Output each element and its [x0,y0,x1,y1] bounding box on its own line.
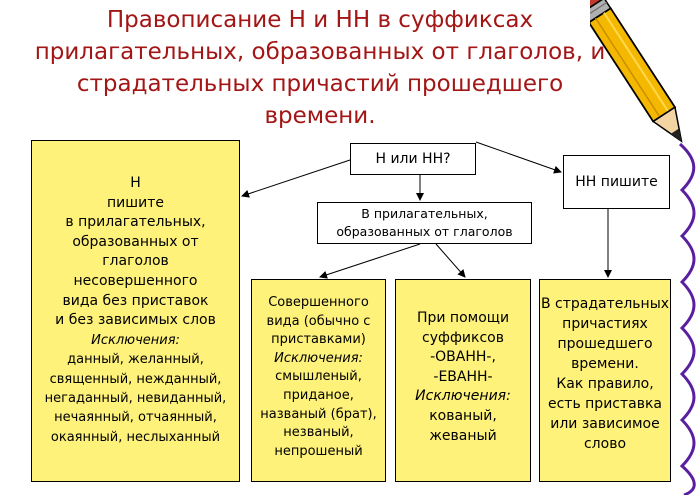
box-line: приставками) [271,332,366,348]
box-line: образованных от [72,233,199,250]
exception-line: смышленый, [275,369,362,385]
exceptions-label: Исключения: [415,388,511,405]
title-line: прилагательных, образованных от глаголов… [34,39,606,65]
box-line: Совершенного [268,295,369,310]
box-line: В прилагательных, [361,206,488,221]
nn-box: НН пишите [563,155,670,209]
adjectives-from-verbs-box: В прилагательных, образованных от глагол… [317,202,532,244]
box-line: прошедшего [557,336,653,352]
exception-line: непрошеный [274,443,363,459]
suffix-box: При помощи суффиксов -ОВАНН-, -ЕВАНН- Ис… [395,279,531,482]
title-line: страдательных причастий прошедшего [76,71,564,97]
box-line: При помощи [416,310,510,326]
question-text: Н или НН? [375,151,451,167]
arrow-middle-to-suffix [435,243,466,278]
title-line: Правописание Н и НН в суффиксах [106,7,534,33]
box-line: времени. [571,356,639,372]
box-line: несовершенного [73,272,198,289]
exceptions-label: Исключения: [91,332,180,348]
n-rule-box: Н пишите в прилагательных, образованных … [31,140,240,482]
exception-line: жеваный [429,427,497,444]
exception-line: кованый, [429,407,497,424]
box-line: суффиксов [422,329,504,346]
box-line: В страдательных [540,296,670,312]
exception-line: незваный, [283,425,354,441]
box-line: в прилагательных, [65,214,206,231]
arrow-middle-to-perfect [319,243,421,279]
box-line: вида без приставок [62,292,209,309]
perfect-aspect-box: Совершенного вида (обычно с приставками)… [251,279,386,482]
box-line: -ЕВАНН- [433,368,493,385]
box-line: Как правило, [556,376,654,392]
pencil-icon [590,0,683,143]
exception-line: названый (брат), [260,406,377,422]
box-line: пишите [107,194,164,211]
spiral-binding-icon [678,142,696,495]
box-line: есть приставка [547,396,663,412]
box-line: или зависимое [550,416,660,432]
exception-line: священный, нежданный, [49,371,222,387]
page-title: Правописание Н и НН в суффиксах прилагат… [0,4,640,132]
box-line: вида (обычно с [266,313,371,329]
arrow-question-to-nn [475,141,562,174]
box-line: причастиях [562,316,648,332]
nn-text: НН пишите [575,174,658,190]
box-line: -ОВАНН-, [430,349,496,366]
exception-line: данный, желанный, [67,352,204,368]
question-box: Н или НН? [350,143,476,175]
exception-line: негаданный, невиданный, [44,390,227,406]
participle-box: В страдательных причастиях прошедшего вр… [539,279,671,482]
box-line: образованных от глаголов [336,224,513,239]
box-line: слово [583,436,627,452]
exceptions-label: Исключения: [274,350,363,366]
exception-line: приданое, [283,387,354,403]
title-line: времени. [264,103,376,129]
exception-line: нечаянный, отчаянный, [54,410,217,426]
box-line: глаголов [102,253,169,270]
box-line: Н [130,175,141,191]
arrow-question-to-n [241,159,351,198]
box-line: и без зависимых слов [55,312,216,329]
exception-line: окаянный, неслыханный [50,429,221,445]
